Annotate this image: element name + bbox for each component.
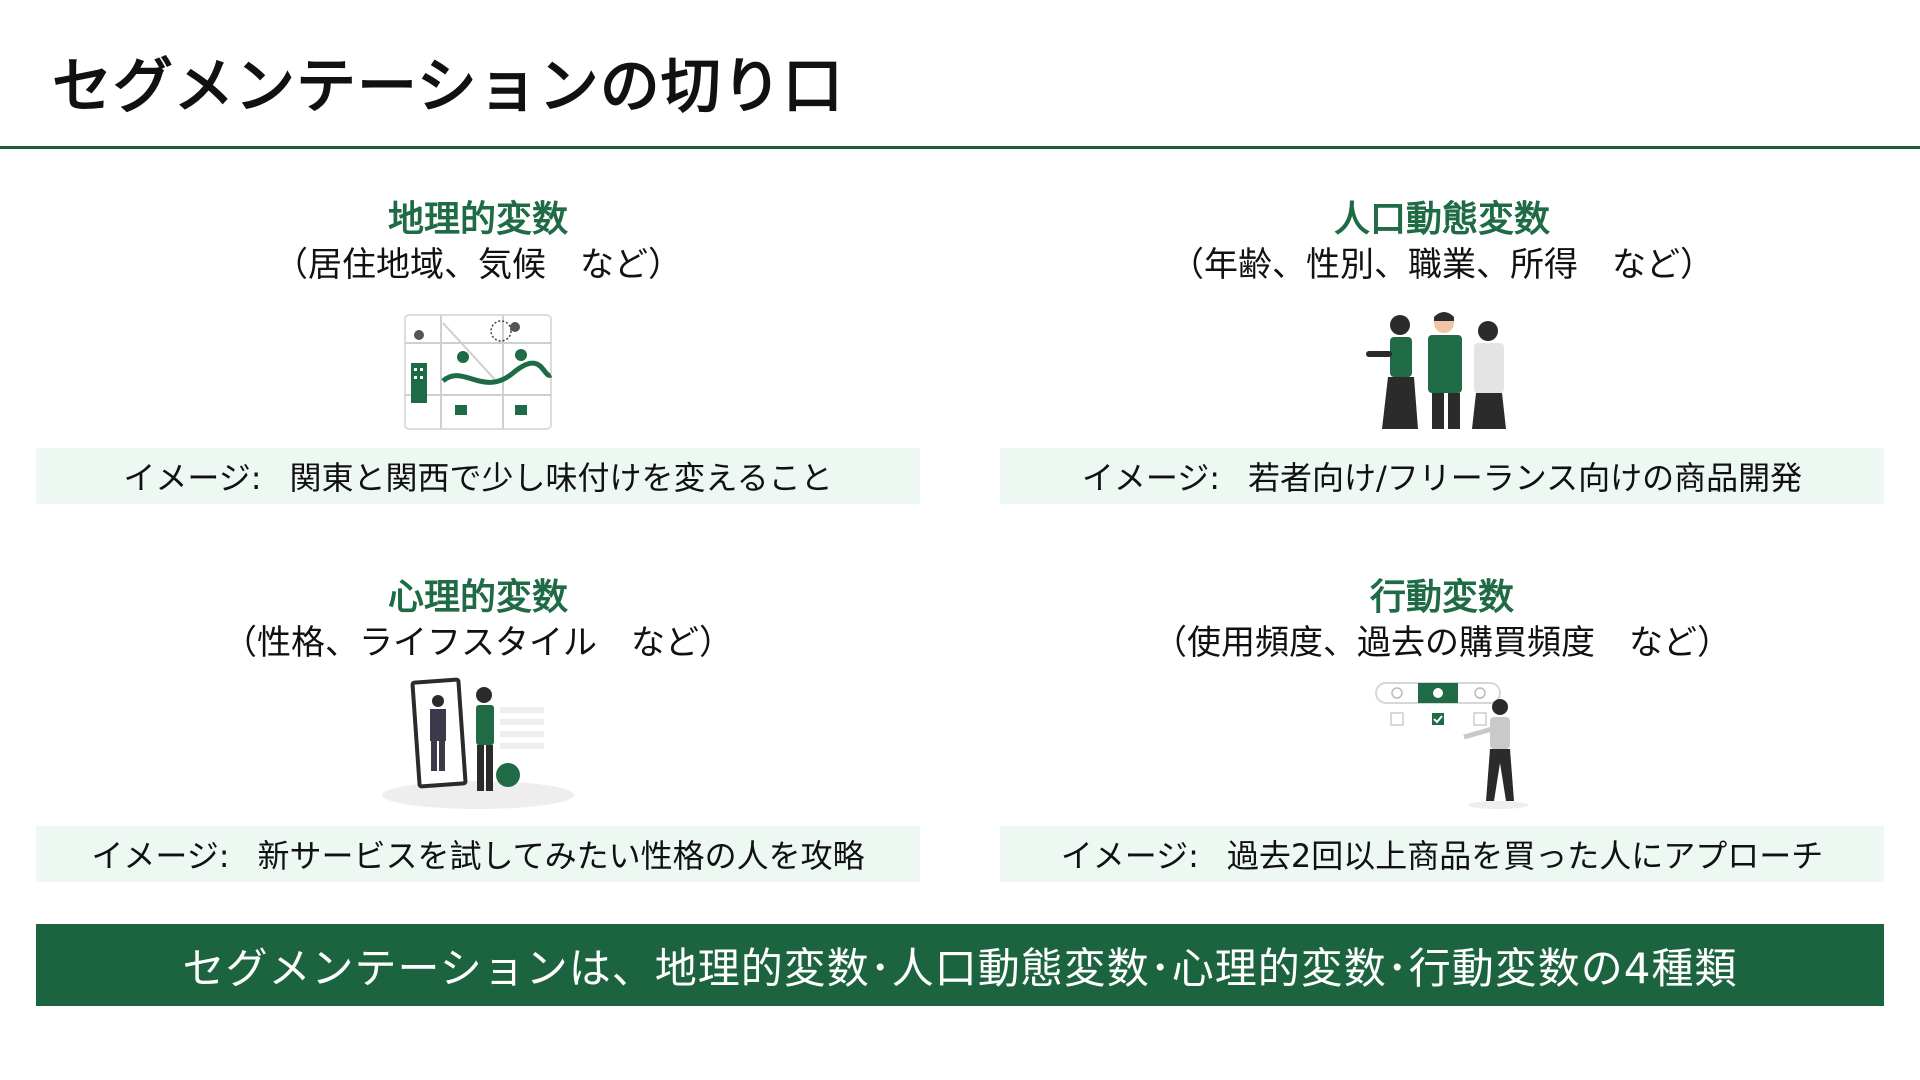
quadrant-psychographic: 心理的変数 （性格、ライフスタイル など） イメージ: 新サー [36,576,920,886]
slide-title: セグメンテーションの切り口 [52,52,844,122]
example-label: イメージ: [91,837,230,875]
quadrant-heading: 心理的変数 [387,577,568,618]
example-label: イメージ: [1081,459,1220,497]
title-divider [0,146,1920,149]
people-group-illustration [1000,306,1884,431]
quadrant-subtitle: （居住地域、気候 など） [274,245,682,285]
summary-bar: セグメンテーションは、地理的変数･人口動態変数･心理的変数･行動変数の4種類 [36,924,1884,1006]
quadrant-behavioral: 行動変数 （使用頻度、過去の購買頻度 など） イメージ: 過去2回以上商品を買っ… [1000,576,1884,886]
example-label: イメージ: [123,459,262,497]
example-text: 過去2回以上商品を買った人にアプローチ [1226,837,1824,875]
example-box: イメージ: 新サービスを試してみたい性格の人を攻略 [36,826,920,882]
example-text: 若者向け/フリーランス向けの商品開発 [1248,459,1803,497]
mirror-person-illustration [36,677,920,809]
quadrant-heading: 行動変数 [1369,577,1514,618]
quadrant-heading: 人口動態変数 [1333,199,1550,240]
example-box: イメージ: 関東と関西で少し味付けを変えること [36,448,920,504]
quadrant-subtitle: （使用頻度、過去の購買頻度 など） [1153,623,1731,663]
example-label: イメージ: [1060,837,1199,875]
city-map-illustration [36,306,920,431]
quadrant-geographic: 地理的変数 （居住地域、気候 など） イメージ: 関東と関西で少し味付けを変 [36,198,920,508]
quadrant-subtitle: （性格、ライフスタイル など） [223,623,733,663]
example-box: イメージ: 過去2回以上商品を買った人にアプローチ [1000,826,1884,882]
quadrant-heading: 地理的変数 [387,199,568,240]
quadrant-subtitle: （年齢、性別、職業、所得 など） [1170,245,1714,285]
choice-selection-illustration [1000,682,1884,809]
example-box: イメージ: 若者向け/フリーランス向けの商品開発 [1000,448,1884,504]
quadrant-demographic: 人口動態変数 （年齢、性別、職業、所得 など） イメージ: 若者向け/フリーラン… [1000,198,1884,508]
example-text: 関東と関西で少し味付けを変えること [289,459,833,497]
example-text: 新サービスを試してみたい性格の人を攻略 [257,837,865,875]
